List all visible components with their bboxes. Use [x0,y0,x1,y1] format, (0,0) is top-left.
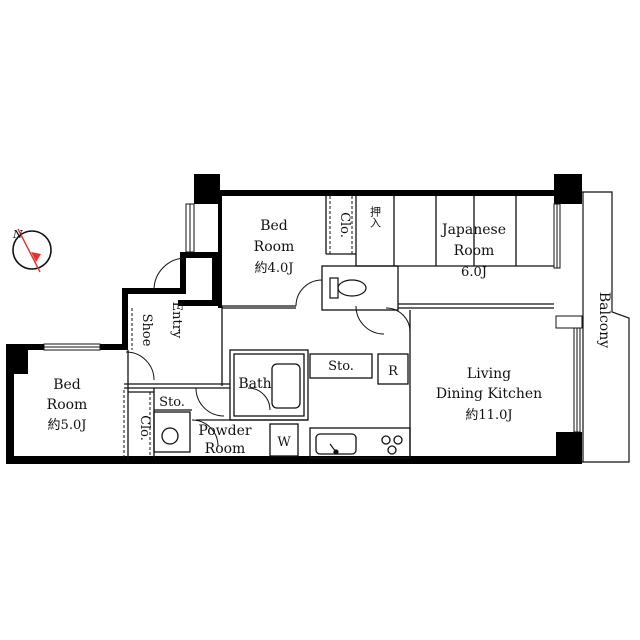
oshiire-label: 押入 [369,205,382,228]
refrigerator-label: R [388,364,399,379]
powder-room-label-line1: Powder [198,423,252,439]
ldk-label-line1: Living [467,366,511,382]
closet-2-label: Clo. [137,415,152,441]
bath-label: Bath [238,376,271,392]
compass-arrow-icon [31,252,41,262]
windows [43,203,583,433]
entry-label: Entry [169,302,184,339]
bed-room-1-size: 約4.0J [255,261,294,276]
balcony-label: Balcony [596,292,612,348]
bed-room-2-label-line2: Room [47,397,88,413]
toilet-icon [329,277,367,299]
closet-1-label: Clo. [337,212,352,238]
japanese-room-label-line1: Japanese [440,222,506,238]
japanese-room-label-line2: Room [454,243,495,259]
balcony-outline [581,191,630,463]
powder-room-label-line2: Room [205,441,246,457]
door-swings [125,257,411,447]
bed-room-2-label-line1: Bed [53,377,81,393]
storage-2-label: Sto. [328,359,354,374]
bed-room-1-label-line1: Bed [260,218,288,234]
interior-walls [124,196,554,460]
washer-label: W [277,435,291,450]
compass-label: N [12,228,23,241]
closet-shelves [123,196,353,458]
japanese-room-size: 6.0J [461,265,487,280]
walls [6,174,582,464]
faucet-icon [329,443,339,455]
compass-needle-icon [17,228,41,273]
room-labels: Bed Room 約4.0J Clo. 押入 Japanese Room 6.0… [47,205,612,457]
ldk-size: 約11.0J [465,408,512,423]
shoe-label: Shoe [139,314,154,347]
compass: N [12,228,52,273]
bed-room-2-size: 約5.0J [48,418,87,433]
bed-room-1-label-line2: Room [254,239,295,255]
storage-1-label: Sto. [159,395,185,410]
ldk-label-line2: Dining Kitchen [436,386,542,402]
compass-ring-icon [12,230,52,270]
